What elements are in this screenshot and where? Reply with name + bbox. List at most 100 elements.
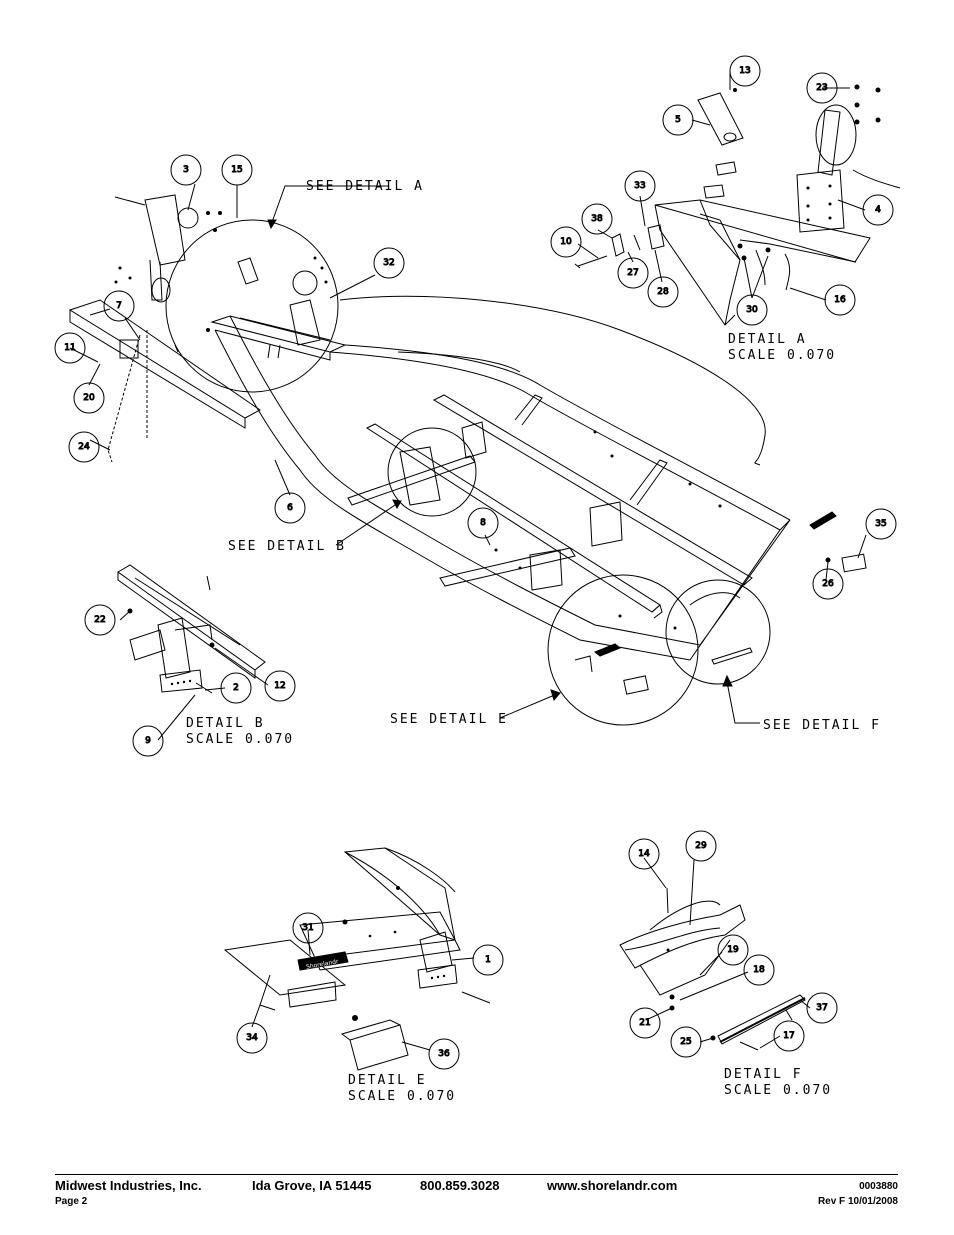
callout-4 xyxy=(862,194,894,226)
callout-12-label: 12 xyxy=(274,681,285,691)
callout-8-label: 8 xyxy=(480,518,486,528)
detail-a-callout-circle xyxy=(165,219,339,393)
callout-6-label: 6 xyxy=(287,503,293,513)
callout-28 xyxy=(647,276,679,308)
callout-24 xyxy=(68,431,100,463)
callout-1 xyxy=(472,944,504,976)
callout-34 xyxy=(236,1022,268,1054)
callout-2-label: 2 xyxy=(233,683,239,693)
callout-25 xyxy=(670,1026,702,1058)
callout-18 xyxy=(743,954,775,986)
detail-b-drawing xyxy=(117,564,266,694)
callout-26-label: 26 xyxy=(822,579,834,589)
detail-a-drawing xyxy=(574,84,901,326)
callout-7 xyxy=(103,290,135,322)
detail-f-scale: SCALE 0.070 xyxy=(724,1083,832,1098)
callout-5 xyxy=(662,104,694,136)
main-trailer-frame xyxy=(210,295,867,661)
callout-10-label: 10 xyxy=(560,237,572,247)
callout-2 xyxy=(220,672,252,704)
callout-19 xyxy=(717,934,749,966)
detail-e-drawing: Shorelandr xyxy=(223,847,491,1071)
see-detail-a-label: SEE DETAIL A xyxy=(306,179,424,194)
callout-26 xyxy=(812,568,844,600)
footer-document-number: 0003880 xyxy=(859,1181,898,1192)
callout-28-label: 28 xyxy=(657,287,669,297)
callout-23 xyxy=(806,72,838,104)
see-detail-f-label: SEE DETAIL F xyxy=(763,718,881,733)
callout-35 xyxy=(865,508,897,540)
callout-35-label: 35 xyxy=(875,519,886,529)
callout-5-label: 5 xyxy=(675,115,681,125)
leader-lines xyxy=(69,72,867,1051)
callout-15-label: 15 xyxy=(231,165,242,175)
callout-16-label: 16 xyxy=(834,295,846,305)
callout-1-label: 1 xyxy=(485,955,491,965)
callout-10 xyxy=(550,226,582,258)
detail-b-scale: SCALE 0.070 xyxy=(186,732,294,747)
detail-f-callout-circle xyxy=(665,579,771,685)
footer-company: Midwest Industries, Inc. xyxy=(55,1178,202,1193)
callout-3 xyxy=(170,154,202,186)
callout-20-label: 20 xyxy=(83,393,95,403)
callout-32-label: 32 xyxy=(383,258,394,268)
callout-12 xyxy=(264,670,296,702)
detail-a-scale: SCALE 0.070 xyxy=(728,348,836,363)
detail-b-callout-circle xyxy=(387,427,477,517)
callout-33 xyxy=(624,170,656,202)
callout-27 xyxy=(617,257,649,289)
callout-37 xyxy=(806,992,838,1024)
callout-9-label: 9 xyxy=(145,736,151,746)
callout-14 xyxy=(628,838,660,870)
detail-f-drawing xyxy=(619,887,806,1051)
callout-11 xyxy=(54,332,86,364)
detail-e-callout-circle xyxy=(547,574,699,726)
callout-36-label: 36 xyxy=(438,1049,450,1059)
callout-30-label: 30 xyxy=(746,305,758,315)
callout-30 xyxy=(736,294,768,326)
callout-38-label: 38 xyxy=(591,214,603,224)
callout-13-label: 13 xyxy=(739,66,750,76)
callout-34-label: 34 xyxy=(246,1033,258,1043)
callout-22-label: 22 xyxy=(94,615,105,625)
callout-17 xyxy=(773,1020,805,1052)
detail-a-title: DETAIL A xyxy=(728,332,807,347)
callout-21 xyxy=(629,1007,661,1039)
callout-22 xyxy=(84,604,116,636)
callout-16 xyxy=(824,284,856,316)
callout-33-label: 33 xyxy=(634,181,645,191)
callout-3-label: 3 xyxy=(183,165,189,175)
footer-revision: Rev F 10/01/2008 xyxy=(817,1196,898,1207)
callout-27-label: 27 xyxy=(627,268,638,278)
callout-31-label: 31 xyxy=(302,923,313,933)
callout-14-label: 14 xyxy=(638,849,650,859)
detail-e-scale: SCALE 0.070 xyxy=(348,1089,456,1104)
winch-stand-assembly xyxy=(68,194,261,463)
footer-divider xyxy=(55,1174,898,1175)
callout-9 xyxy=(132,725,164,757)
part-callouts: 3 15 7 11 20 24 6 32 8 13 5 23 4 33 38 1… xyxy=(54,55,897,1070)
callout-38 xyxy=(581,203,613,235)
detail-f-title: DETAIL F xyxy=(724,1067,803,1082)
callout-4-label: 4 xyxy=(875,205,881,215)
footer-city: Ida Grove, IA 51445 xyxy=(252,1178,372,1193)
callout-24-label: 24 xyxy=(78,442,90,452)
callout-6 xyxy=(274,492,306,524)
callout-18-label: 18 xyxy=(753,965,765,975)
footer-phone: 800.859.3028 xyxy=(420,1178,500,1193)
callout-25-label: 25 xyxy=(680,1037,691,1047)
callout-31 xyxy=(292,912,324,944)
footer-website[interactable]: www.shorelandr.com xyxy=(547,1178,678,1193)
callout-21-label: 21 xyxy=(639,1018,650,1028)
see-detail-e-label: SEE DETAIL E xyxy=(390,712,508,727)
callout-32 xyxy=(373,247,405,279)
callout-8 xyxy=(467,507,499,539)
detail-labels: SEE DETAIL A SEE DETAIL B SEE DETAIL E S… xyxy=(186,179,881,1104)
detail-b-title: DETAIL B xyxy=(186,716,265,731)
callout-7-label: 7 xyxy=(116,301,122,311)
callout-11-label: 11 xyxy=(64,343,75,353)
callout-29 xyxy=(685,830,717,862)
detail-e-title: DETAIL E xyxy=(348,1073,427,1088)
callout-36 xyxy=(428,1038,460,1070)
